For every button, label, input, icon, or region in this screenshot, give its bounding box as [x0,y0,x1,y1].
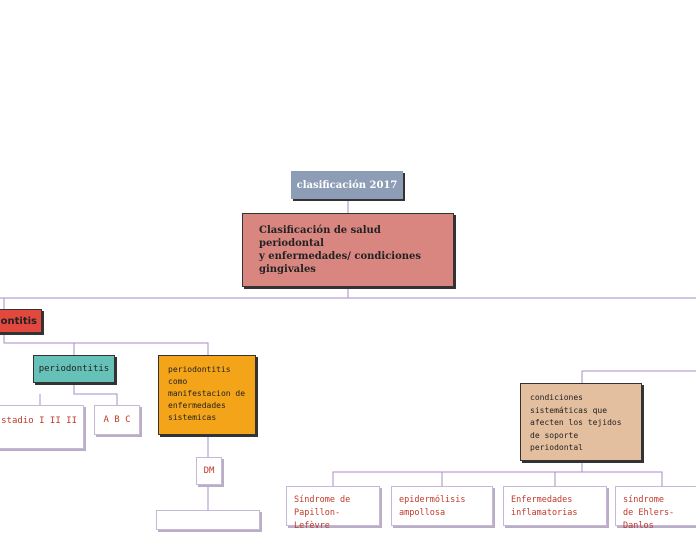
leaf-epidermolisis-ampollosa[interactable]: epidermólisis ampollosa [391,486,493,526]
dm-node[interactable]: DM [196,457,222,485]
dm-child-node[interactable] [156,510,260,530]
estadio-node[interactable]: stadio I II II [0,405,84,449]
leaf-papillon-lefevre[interactable]: Síndrome de Papillon-Lefèvre [286,486,380,531]
leaf-enfermedades-inflamatorias[interactable]: Enfermedades inflamatorias [503,486,607,526]
periodontitis-sub-node[interactable]: periodontitis [33,355,115,383]
connector-bus-condiciones [581,370,696,383]
leaf-ehlers-danlos[interactable]: síndrome de Ehlers-Danlos [615,486,696,531]
connector-teal-split [73,383,118,405]
grado-node[interactable]: A B C [94,405,140,435]
connector-to-ehlers [582,471,663,486]
periodontitis-main-node[interactable]: odontitis [0,309,42,333]
condiciones-sistemicas-node[interactable]: condiciones sistemáticas que afecten los… [520,383,642,461]
connector-lines [0,199,696,510]
title-node[interactable]: clasificación 2017 [291,171,403,199]
periodontitis-sistemica-node[interactable]: periodontitis como manifestacion de enfe… [158,355,256,435]
root-node[interactable]: Clasificación de salud periodontal y enf… [242,213,454,287]
connector-periodontitis-split [3,333,209,355]
connector-condiciones-split [332,461,583,486]
